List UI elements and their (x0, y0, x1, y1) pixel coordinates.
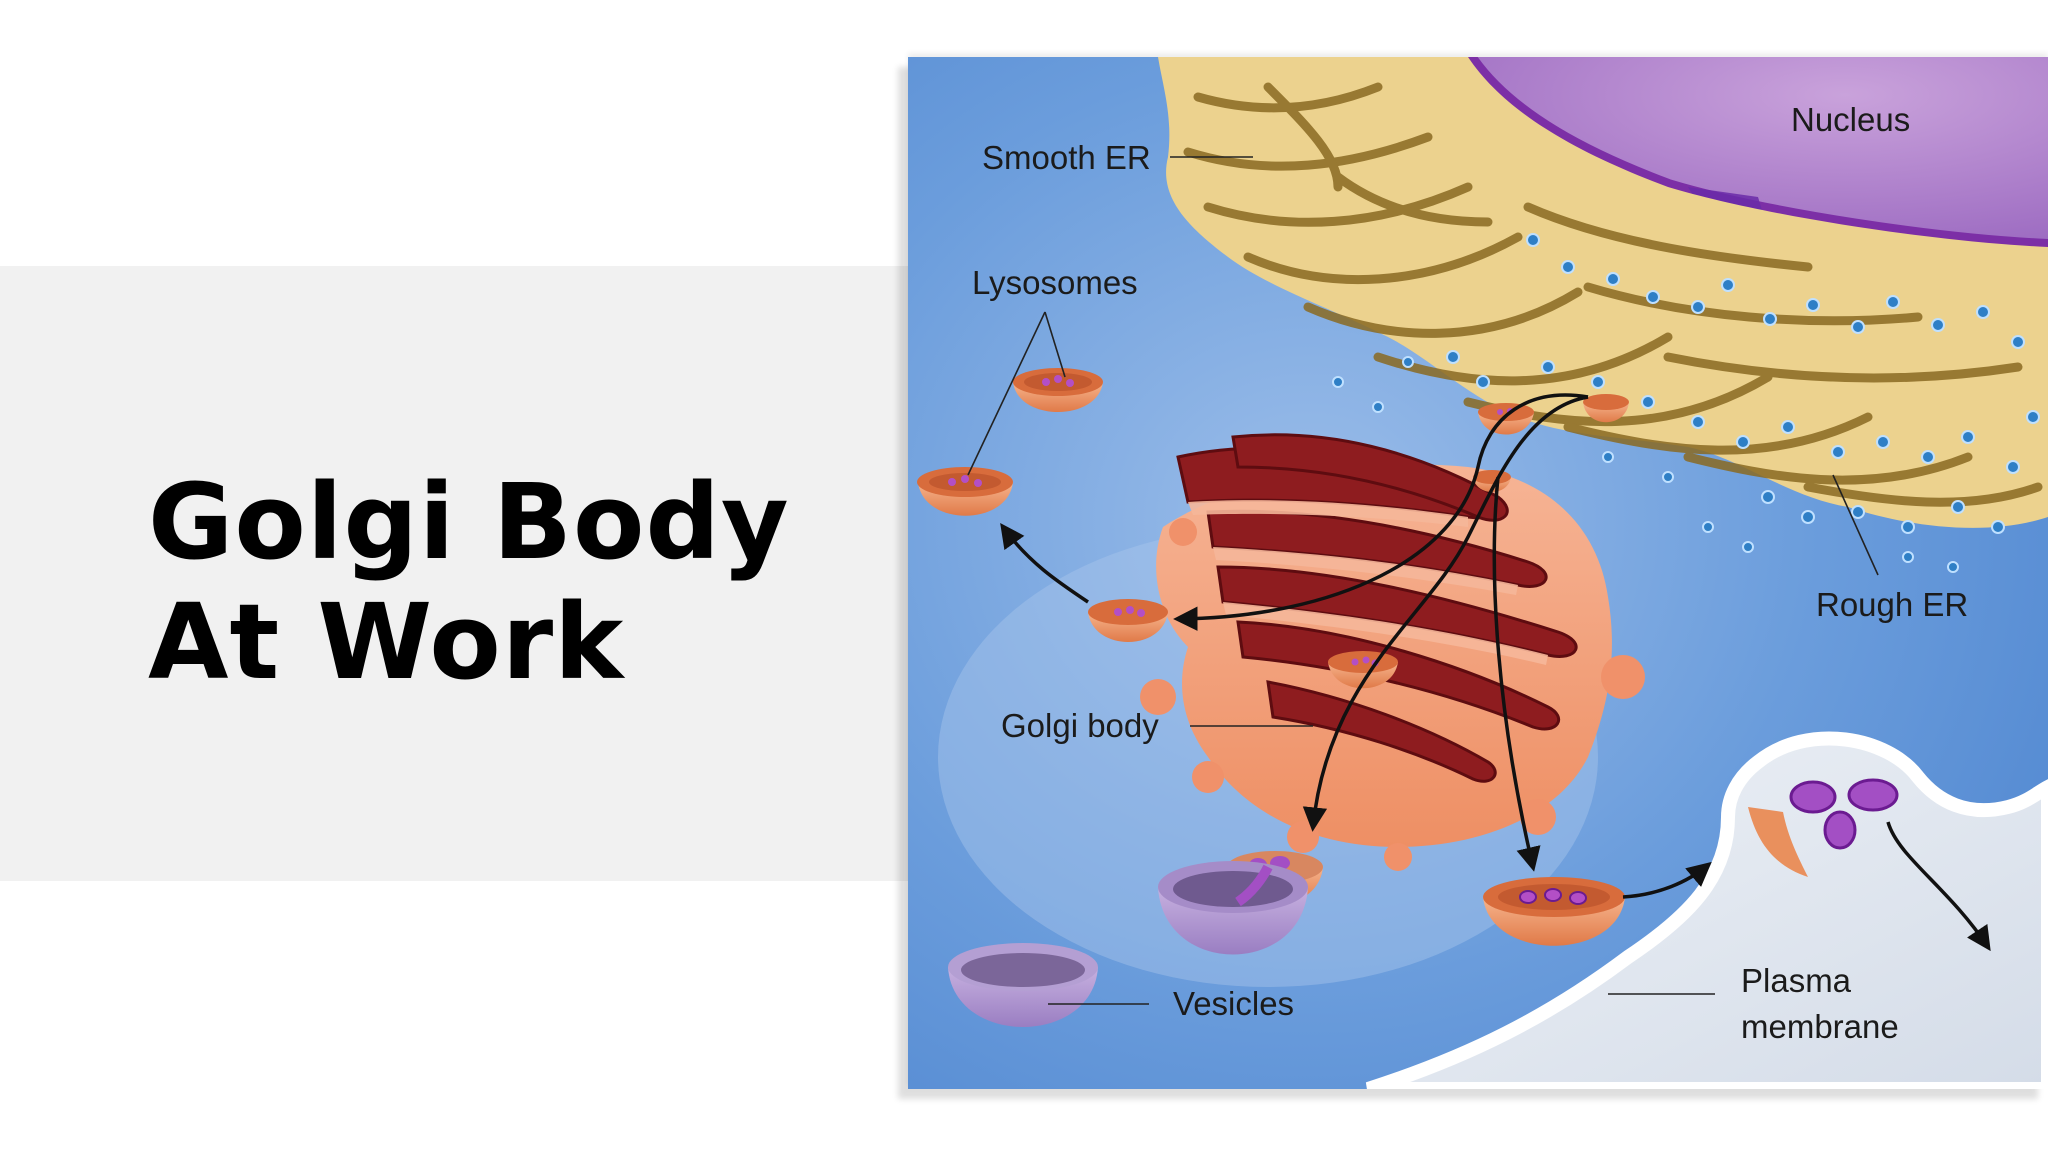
title-line-1: Golgi Body (148, 462, 790, 582)
label-rough-er: Rough ER (1816, 586, 1968, 623)
title-line-2: At Work (148, 582, 790, 702)
slide-title: Golgi Body At Work (148, 462, 790, 702)
label-plasma-membrane-2: membrane (1741, 1008, 1899, 1045)
label-vesicles: Vesicles (1173, 985, 1294, 1022)
label-plasma-membrane-1: Plasma (1741, 962, 1852, 999)
golgi-diagram: Nucleus Smooth ER Lysosomes Rough ER Gol… (908, 57, 2048, 1089)
label-nucleus: Nucleus (1791, 101, 1910, 138)
label-golgi-body: Golgi body (1001, 707, 1159, 744)
label-smooth-er: Smooth ER (982, 139, 1151, 176)
label-lysosomes: Lysosomes (972, 264, 1138, 301)
golgi-diagram-svg: Nucleus Smooth ER Lysosomes Rough ER Gol… (908, 57, 2048, 1089)
